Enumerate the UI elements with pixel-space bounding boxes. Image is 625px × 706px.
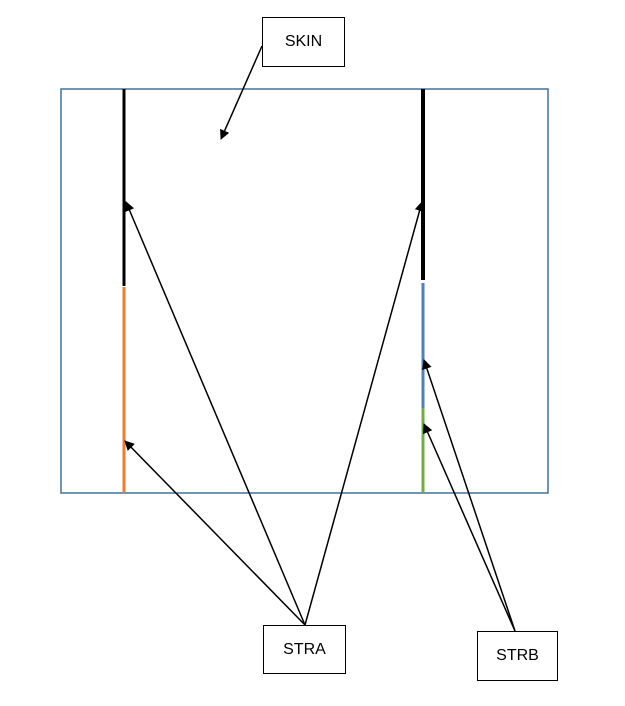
strb-label-box: STRB [477, 631, 558, 681]
stra-label: STRA [283, 640, 326, 658]
arrow-stra-to-left-black [124, 201, 306, 626]
arrow-stra-to-left-orange [124, 440, 306, 626]
strb-label: STRB [496, 647, 539, 664]
skin-label: SKIN [284, 33, 323, 50]
arrow-stra-to-right-black [304, 201, 425, 626]
arrow-strb-to-right-green [423, 423, 516, 632]
arrow-skin-to-frame [220, 45, 263, 140]
skin-frame [60, 88, 549, 494]
skin-label-box: SKIN [262, 17, 345, 67]
stra-label-box: STRA [263, 625, 346, 674]
arrow-strb-to-right-blue [422, 359, 516, 632]
